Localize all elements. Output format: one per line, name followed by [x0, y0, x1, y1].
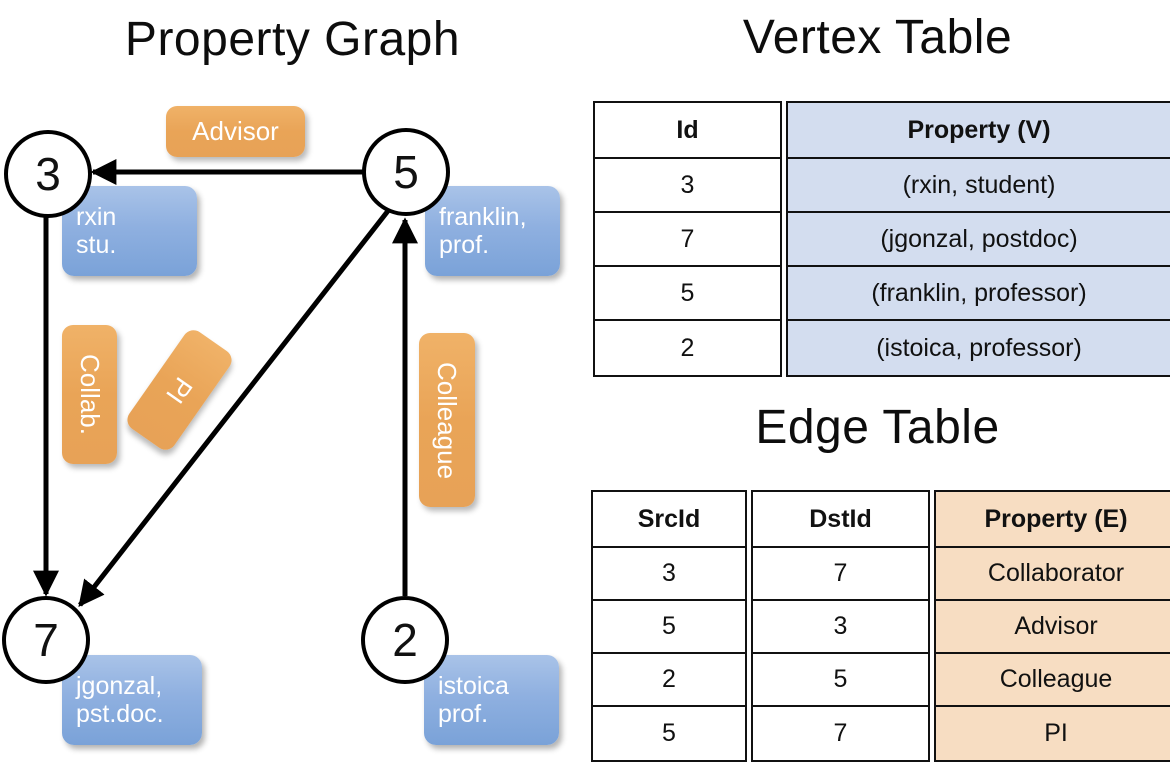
- edge-table-cell-dstid: 7: [753, 548, 928, 601]
- vertex-table-cell-id: 7: [595, 213, 780, 267]
- vertex-table-header-id: Id: [595, 103, 780, 159]
- edge-table-cell-dstid: 3: [753, 601, 928, 654]
- graph-node-3-label: 3: [35, 148, 61, 200]
- vertex-property-box-2[interactable]: istoica prof.: [424, 655, 559, 745]
- vertex-property-box-5[interactable]: franklin, prof.: [425, 186, 560, 276]
- edge-table-cell-dstid: 7: [753, 707, 928, 760]
- edge-table-header-srcid: SrcId: [593, 492, 745, 548]
- edge-table-cell-srcid: 5: [593, 707, 745, 760]
- edge-table-header-property: Property (E): [936, 492, 1170, 548]
- graph-node-5[interactable]: 5: [362, 128, 450, 216]
- graph-node-2[interactable]: 2: [361, 596, 449, 684]
- vertex-table-cell-property: (franklin, professor): [788, 267, 1170, 321]
- edge-label-collab[interactable]: Collab.: [62, 325, 117, 464]
- vertex-table-cell-property: (jgonzal, postdoc): [788, 213, 1170, 267]
- edge-label-pi-text: PI: [160, 371, 200, 409]
- vertex-table-property-column: Property (V) (rxin, student) (jgonzal, p…: [786, 101, 1170, 377]
- edge-table-cell-property: Colleague: [936, 654, 1170, 707]
- graph-node-7-label: 7: [33, 614, 59, 666]
- vertex-property-box-3[interactable]: rxin stu.: [62, 186, 197, 276]
- property-graph-panel: Property Graph Advisor Collab. PI: [0, 0, 585, 760]
- edge-table-cell-srcid: 5: [593, 601, 745, 654]
- edge-table-cell-property: Collaborator: [936, 548, 1170, 601]
- vertex-property-box-7[interactable]: jgonzal, pst.doc.: [62, 655, 202, 745]
- vertex-property-box-5-line2: prof.: [439, 231, 490, 259]
- edge-table-property-column: Property (E) Collaborator Advisor Collea…: [934, 490, 1170, 762]
- edge-arrow-5-to-7: [78, 205, 393, 608]
- edge-label-advisor-text: Advisor: [192, 116, 279, 146]
- graph-node-2-label: 2: [392, 614, 418, 666]
- edge-table-dstid-column: DstId 7 3 5 7: [751, 490, 930, 762]
- edge-table-cell-dstid: 5: [753, 654, 928, 707]
- edge-table-cell-srcid: 3: [593, 548, 745, 601]
- page-title-property-graph: Property Graph: [124, 13, 461, 66]
- graph-node-3[interactable]: 3: [4, 130, 92, 218]
- vertex-property-box-3-line2: stu.: [76, 231, 117, 259]
- edge-table-cell-property: Advisor: [936, 601, 1170, 654]
- edge-table: SrcId 3 5 2 5 DstId 7 3 5 7 Property (E)…: [591, 490, 1170, 762]
- vertex-property-box-3-line1: rxin: [76, 203, 117, 231]
- graph-node-5-label: 5: [393, 146, 419, 198]
- edge-label-advisor[interactable]: Advisor: [166, 106, 305, 157]
- edge-table-header-dstid: DstId: [753, 492, 928, 548]
- page-title-vertex-table: Vertex Table: [742, 11, 1013, 64]
- edge-label-colleague-text: Colleague: [432, 361, 463, 479]
- vertex-property-box-7-line1: jgonzal,: [76, 672, 163, 700]
- vertex-table-cell-id: 2: [595, 321, 780, 375]
- edge-table-cell-srcid: 2: [593, 654, 745, 707]
- edge-table-srcid-column: SrcId 3 5 2 5: [591, 490, 747, 762]
- vertex-table-cell-id: 5: [595, 267, 780, 321]
- vertex-property-box-2-line1: istoica: [438, 672, 509, 700]
- edge-label-collab-text: Collab.: [75, 354, 105, 435]
- page-title-edge-table: Edge Table: [755, 401, 1000, 454]
- vertex-property-box-5-line1: franklin,: [439, 203, 527, 231]
- edge-table-cell-property: PI: [936, 707, 1170, 760]
- vertex-table-cell-property: (rxin, student): [788, 159, 1170, 213]
- vertex-table-id-column: Id 3 7 5 2: [593, 101, 782, 377]
- vertex-property-box-2-line2: prof.: [438, 700, 489, 728]
- vertex-table-cell-property: (istoica, professor): [788, 321, 1170, 375]
- vertex-property-box-7-line2: pst.doc.: [76, 700, 164, 728]
- vertex-table-cell-id: 3: [595, 159, 780, 213]
- edge-label-colleague[interactable]: Colleague: [419, 333, 475, 507]
- graph-edges-svg: [33, 159, 418, 608]
- vertex-table: Id 3 7 5 2 Property (V) (rxin, student) …: [593, 101, 1170, 377]
- graph-node-7[interactable]: 7: [2, 596, 90, 684]
- vertex-table-header-property: Property (V): [788, 103, 1170, 159]
